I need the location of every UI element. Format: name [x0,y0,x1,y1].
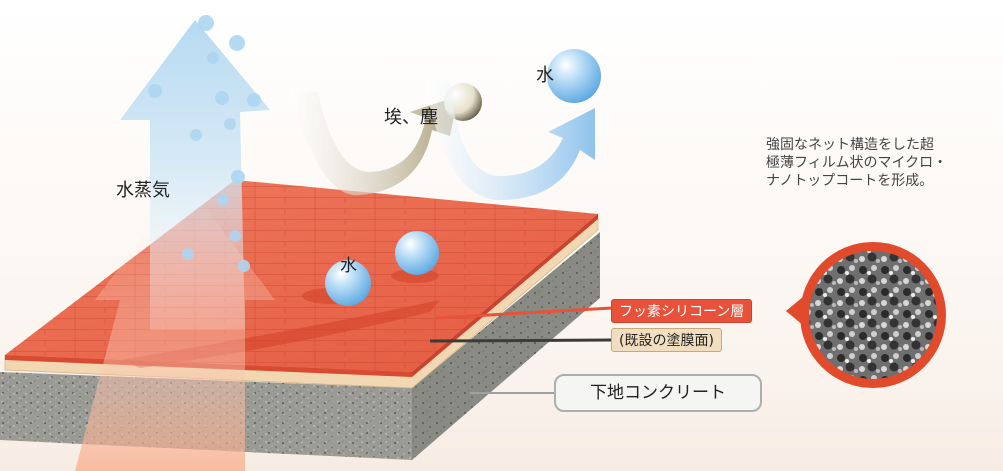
micrograph-description: 強固なネット構造をした超 極薄フィルム状のマイクロ・ ナノトップコートを形成。 [766,136,1003,190]
leader-fluoro [435,306,613,320]
concrete-base-label: 下地コンクリート [554,374,762,412]
water-repel-arrow [425,80,595,200]
water-droplet-surface-1 [325,260,371,306]
micrograph-image [809,251,937,379]
label-dust: 埃、塵 [384,107,438,128]
callout-line-1: 強固なネット構造をした超 [766,137,934,153]
label-water-top: 水 [536,65,554,86]
label-water-vapor: 水蒸気 [116,180,170,201]
dust-repel-arrow [290,90,458,196]
label-water-surface: 水 [340,256,357,276]
callout-line-3: ナノトップコートを形成。 [766,173,934,189]
leader-existing [429,338,613,343]
fluoro-silicone-layer-label: フッ素シリコーン層 [611,299,753,323]
water-droplet-surface-2 [395,231,439,275]
water-droplet-top [547,49,601,103]
vapor-bubbles [148,15,261,272]
callout-pointer [786,296,804,326]
existing-coating-label: (既設の塗膜面) [611,328,722,352]
callout-line-2: 極薄フィルム状のマイクロ・ [766,155,948,171]
